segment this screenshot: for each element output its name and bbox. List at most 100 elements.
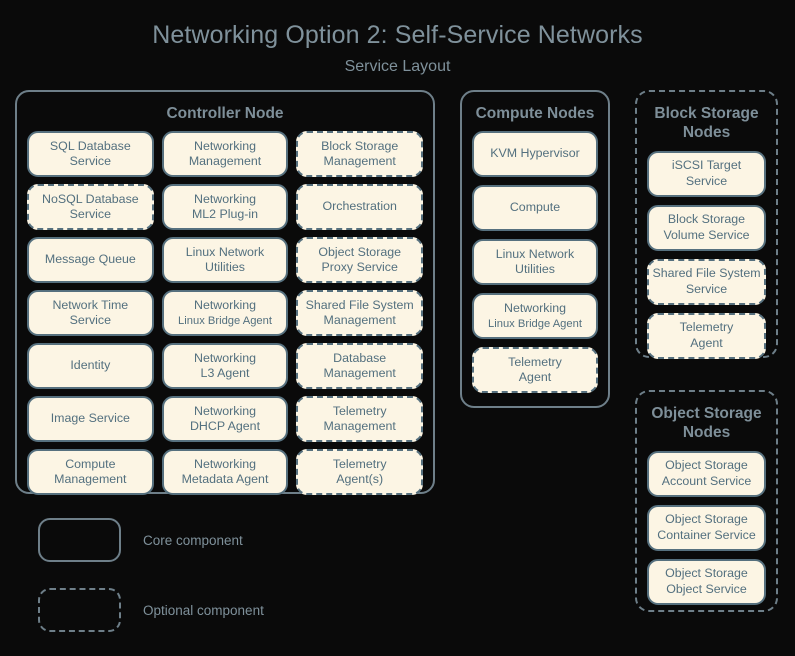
- service-label-line1: NoSQL Database: [42, 191, 139, 206]
- service-label-line1: Network Time: [52, 297, 129, 312]
- legend-row-optional: Optional component: [38, 586, 264, 634]
- service-label-line2: Management: [323, 366, 396, 381]
- service-label-line2: Container Service: [657, 527, 756, 542]
- group-title-object-storage: Object Storage Nodes: [651, 405, 762, 442]
- service-label-line1: Identity: [70, 358, 111, 373]
- service-label-line2: Service: [69, 313, 111, 328]
- group-title-controller: Controller Node: [166, 105, 284, 122]
- legend-label-optional: Optional component: [143, 602, 264, 618]
- service-label-line1: Object Storage: [665, 511, 748, 526]
- service-label-line1: KVM Hypervisor: [490, 146, 580, 161]
- service-box: Identity: [27, 343, 154, 390]
- service-label-line1: Networking: [504, 301, 566, 316]
- service-label-line2: DHCP Agent: [189, 419, 261, 434]
- page-title: Networking Option 2: Self-Service Networ…: [152, 21, 643, 49]
- service-label-line2: Service: [69, 207, 111, 222]
- service-label-line2: Management: [54, 472, 127, 487]
- service-label-line2: Service: [685, 173, 728, 188]
- service-label-line1: Shared File System: [652, 265, 761, 280]
- service-label-line2: Agent: [518, 370, 552, 385]
- legend-label-core: Core component: [143, 532, 243, 548]
- service-label-line2: Object Service: [666, 581, 747, 596]
- service-label-line2: ML2 Plug-in: [191, 207, 259, 222]
- service-box: Orchestration: [296, 184, 424, 231]
- service-label-line2: Linux Bridge Agent: [178, 315, 272, 328]
- service-label-line1: Telemetry: [332, 456, 387, 471]
- service-label-line1: Networking: [194, 350, 256, 365]
- service-label-line1: Linux Network: [185, 244, 265, 259]
- service-label-line1: Block Storage: [667, 211, 746, 226]
- group-title-compute: Compute Nodes: [475, 105, 595, 122]
- service-label-line2: Account Service: [661, 473, 752, 488]
- service-label-line1: Image Service: [50, 411, 130, 426]
- page-subtitle: Service Layout: [344, 57, 451, 75]
- service-label-line1: Networking: [194, 191, 256, 206]
- service-label-line1: Object Storage: [665, 457, 748, 472]
- service-box: KVM Hypervisor: [472, 131, 598, 178]
- service-box: Compute: [472, 185, 598, 232]
- service-label-line2: L3 Agent: [200, 366, 250, 381]
- service-label-line2: Service: [69, 154, 111, 169]
- service-label-line1: Compute: [509, 200, 561, 215]
- service-label-line1: Networking: [194, 456, 256, 471]
- group-title-block-storage: Block Storage Nodes: [654, 105, 759, 142]
- legend-swatch-optional: [38, 588, 121, 632]
- service-label-line2: Proxy Service: [321, 260, 398, 275]
- service-label-line2: Metadata Agent: [181, 472, 269, 487]
- service-label-line2: Management: [188, 154, 262, 169]
- service-label-line1: Block Storage: [321, 138, 399, 153]
- service-box: Message Queue: [27, 237, 154, 284]
- service-label-line2: Management: [323, 154, 396, 169]
- service-label-line1: Networking: [194, 403, 256, 418]
- service-label-line1: Orchestration: [322, 199, 397, 214]
- service-label-line1: Linux Network: [495, 246, 575, 261]
- service-label-line1: Telemetry: [332, 403, 387, 418]
- service-label-line1: Telemetry: [679, 319, 734, 334]
- service-label-line2: Utilities: [205, 260, 245, 275]
- service-box: Image Service: [27, 396, 154, 443]
- service-label-line1: Message Queue: [44, 252, 136, 267]
- service-label-line2: Linux Bridge Agent: [488, 318, 582, 331]
- service-label-line1: Object Storage: [318, 244, 401, 259]
- service-label-line1: Database: [333, 350, 387, 365]
- service-label-line2: Agent: [690, 335, 723, 350]
- service-label-line1: Compute: [65, 456, 116, 471]
- legend-row-core: Core component: [38, 516, 264, 564]
- service-label-line2: Utilities: [515, 262, 555, 277]
- service-label-line2: Management: [323, 419, 396, 434]
- service-label-line1: SQL Database: [49, 138, 131, 153]
